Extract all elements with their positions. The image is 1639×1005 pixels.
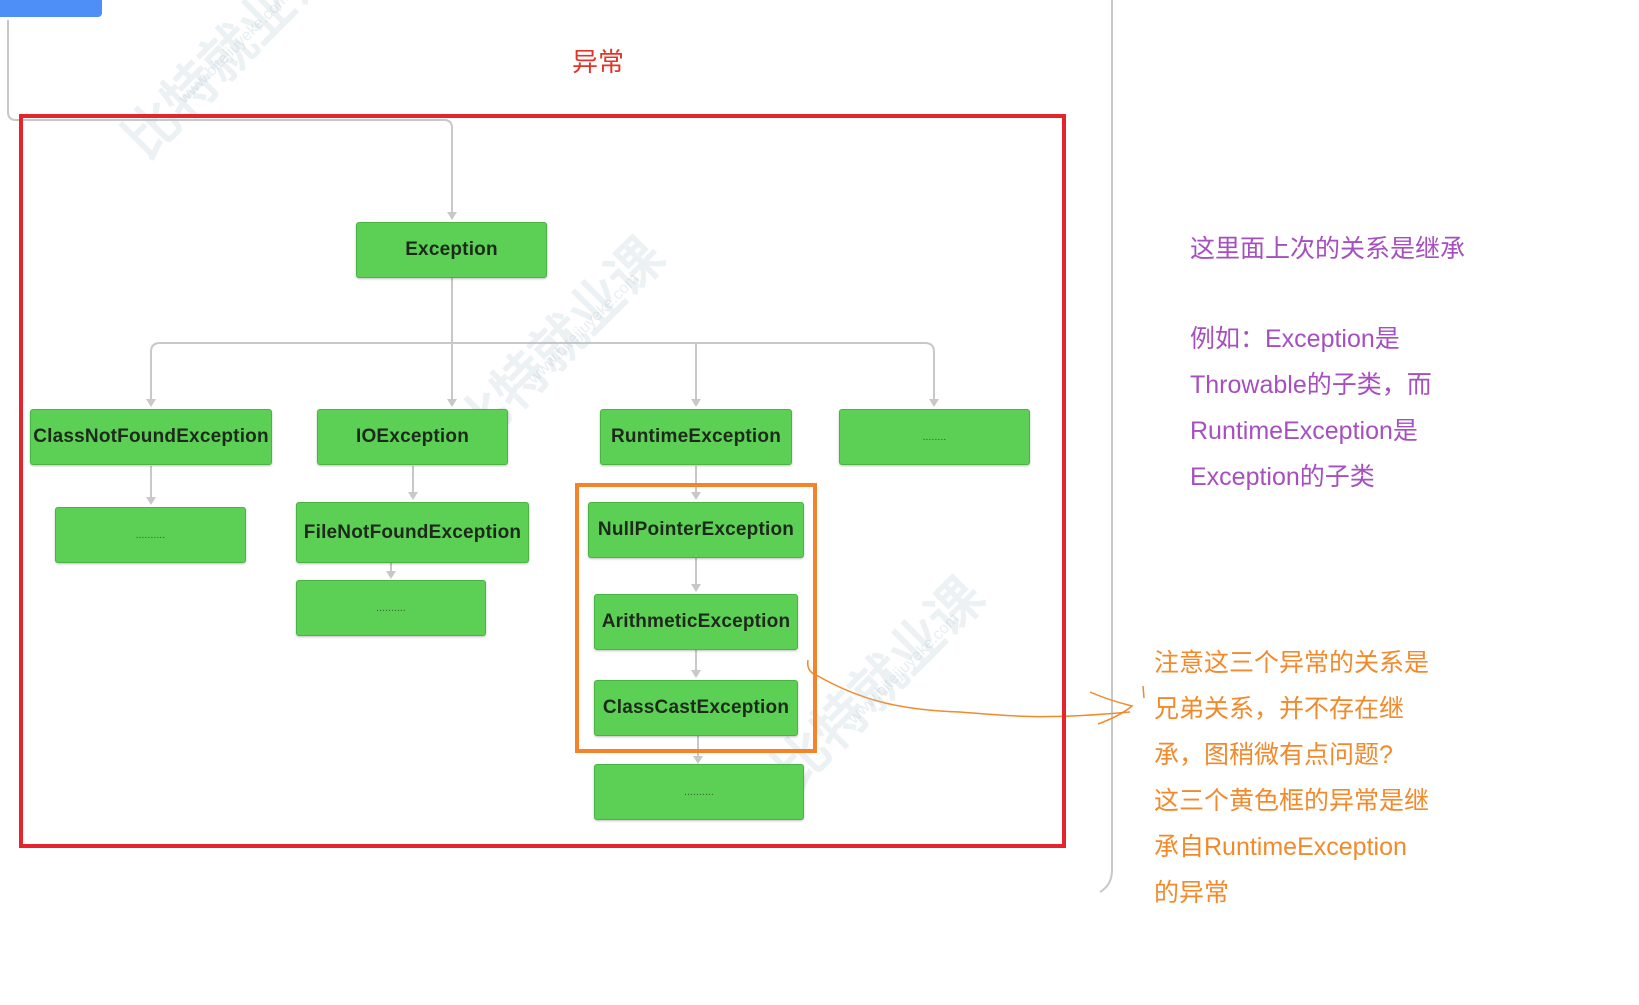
example-note-line: RuntimeException是 bbox=[1190, 417, 1418, 445]
node-arithmetic-exception[interactable]: ArithmeticException bbox=[594, 594, 798, 650]
sibling-note-line: 这三个黄色框的异常是继 bbox=[1154, 787, 1430, 815]
node-class-not-found-exception[interactable]: ClassNotFoundException bbox=[30, 409, 272, 465]
node-file-not-found-child[interactable]: .......... bbox=[296, 580, 486, 636]
node-null-pointer-exception[interactable]: NullPointerException bbox=[588, 502, 804, 558]
red-highlight-frame bbox=[19, 114, 1066, 848]
node-io-exception[interactable]: IOException bbox=[317, 409, 508, 465]
hand-arrow bbox=[806, 659, 1145, 725]
node-exception[interactable]: Exception bbox=[356, 222, 547, 278]
top-tab-fragment bbox=[0, 0, 102, 17]
node-class-not-found-child[interactable]: .......... bbox=[55, 507, 246, 563]
sibling-note-line: 承，图稍微有点问题? bbox=[1154, 741, 1393, 769]
example-note: 例如：Exception是 Throwable的子类，而 RuntimeExce… bbox=[1190, 316, 1432, 500]
node-more-exceptions[interactable]: ........ bbox=[839, 409, 1030, 465]
diagram-title: 异常 bbox=[572, 47, 625, 77]
node-file-not-found-exception[interactable]: FileNotFoundException bbox=[296, 502, 529, 563]
sibling-relation-note: 注意这三个异常的关系是 兄弟关系，并不存在继 承，图稍微有点问题? 这三个黄色框… bbox=[1154, 640, 1429, 916]
node-class-cast-exception[interactable]: ClassCastException bbox=[594, 680, 798, 736]
sibling-note-line: 兄弟关系，并不存在继 bbox=[1154, 695, 1405, 723]
sibling-note-line: 承自RuntimeException bbox=[1154, 833, 1407, 861]
example-note-line: 例如：Exception是 bbox=[1190, 325, 1400, 353]
example-note-line: Throwable的子类，而 bbox=[1190, 371, 1432, 399]
sibling-note-line: 注意这三个异常的关系是 bbox=[1154, 649, 1430, 677]
sibling-note-line: 的异常 bbox=[1154, 879, 1230, 907]
inheritance-note: 这里面上次的关系是继承 bbox=[1190, 235, 1466, 263]
orange-highlight-frame bbox=[575, 483, 817, 753]
node-runtime-more[interactable]: .......... bbox=[594, 764, 804, 820]
node-runtime-exception[interactable]: RuntimeException bbox=[600, 409, 792, 465]
example-note-line: Exception的子类 bbox=[1190, 463, 1375, 491]
